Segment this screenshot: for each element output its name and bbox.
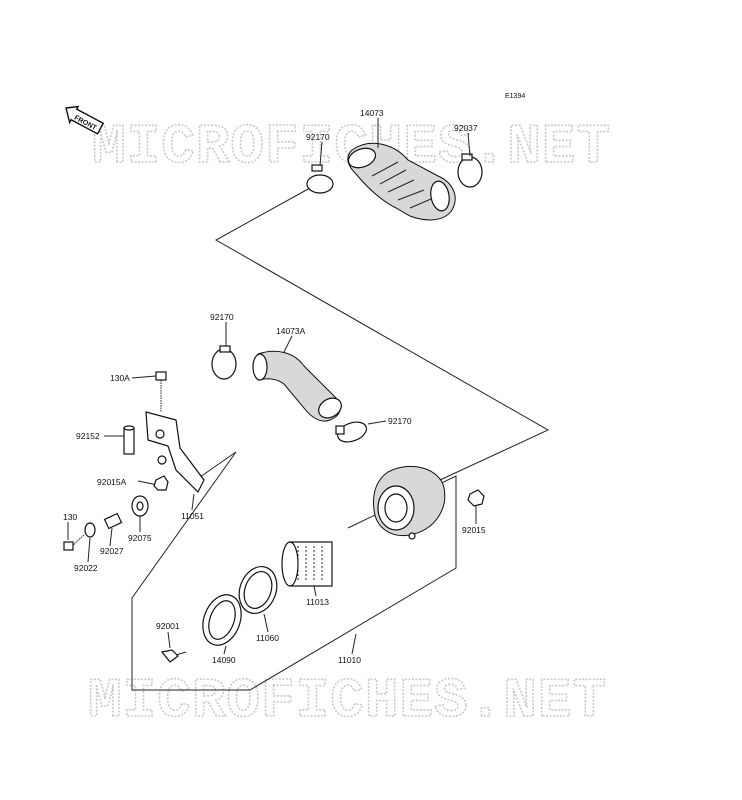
air-box-housing [373, 465, 446, 540]
clamp-92037 [457, 153, 483, 188]
label-92037: 92037 [454, 123, 478, 133]
label-92001: 92001 [156, 621, 180, 631]
label-92015A: 92015A [97, 477, 127, 487]
label-14090: 14090 [212, 655, 236, 665]
cover-14090 [202, 594, 242, 646]
watermark-bottom: MICROFICHES.NET [88, 669, 607, 733]
spacer-92152 [123, 425, 135, 455]
elbow-14073A [252, 350, 342, 422]
label-11051: 11051 [181, 511, 204, 521]
label-92152: 92152 [76, 431, 100, 441]
label-11060: 11060 [256, 633, 279, 643]
label-130: 130 [63, 512, 77, 522]
clamp-92170-lower [335, 421, 368, 443]
duct-assembly-outline [214, 187, 550, 481]
filter-assembly-outline [131, 451, 457, 691]
wing-nut-92001 [160, 649, 187, 663]
label-92170-top: 92170 [306, 132, 330, 142]
bolt-130A [155, 371, 167, 412]
label-92027: 92027 [100, 546, 124, 556]
grommet-92075 [131, 495, 149, 517]
label-11013: 11013 [306, 597, 329, 607]
label-92022: 92022 [74, 563, 98, 573]
washer-92022 [84, 522, 96, 538]
gasket-11060 [238, 566, 278, 614]
label-14073A: 14073A [276, 326, 306, 336]
label-130A: 130A [110, 373, 130, 383]
label-92170-mid: 92170 [210, 312, 234, 322]
label-11010: 11010 [338, 655, 361, 665]
watermark-top: MICROFICHES.NET [92, 115, 611, 179]
filter-element-11013 [281, 541, 333, 587]
nut-92015A [153, 475, 169, 491]
nut-92015 [467, 489, 485, 507]
label-92170-lower: 92170 [388, 416, 412, 426]
label-14073: 14073 [360, 108, 384, 118]
clamp-92170-top [306, 164, 334, 194]
bracket-11051 [145, 411, 205, 494]
collar-92027 [103, 512, 123, 530]
intake-duct-14073 [347, 142, 456, 221]
label-92015: 92015 [462, 525, 486, 535]
label-92075: 92075 [128, 533, 152, 543]
bolt-130 [63, 534, 85, 551]
clamp-92170-mid [211, 345, 237, 380]
diagram-code: E1394 [505, 93, 525, 100]
